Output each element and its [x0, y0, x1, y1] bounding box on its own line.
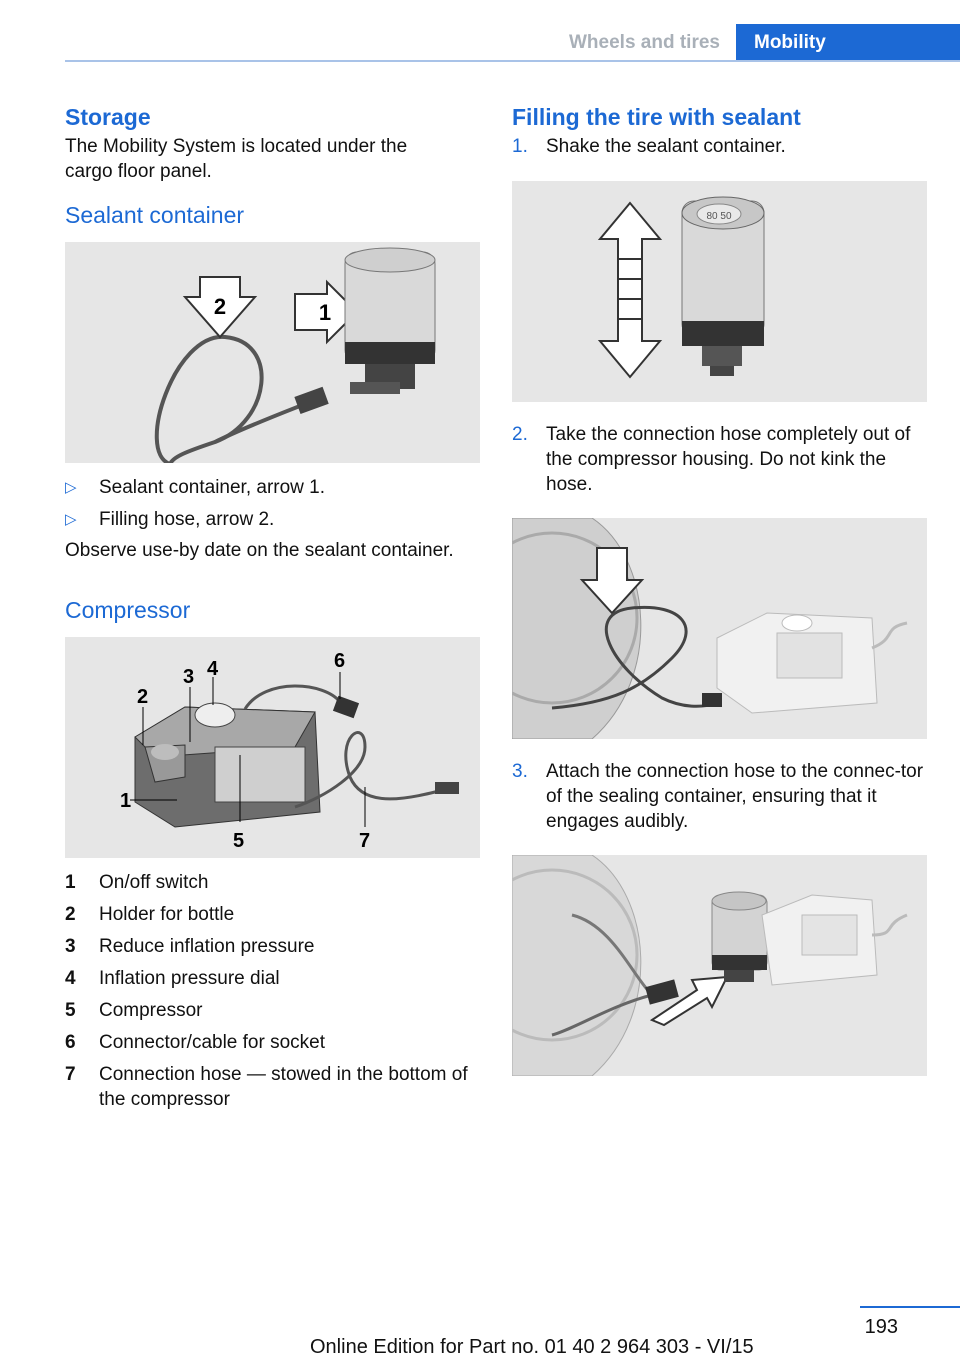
hose-out-figure	[512, 518, 927, 739]
chapter-tab: Mobility	[736, 24, 960, 62]
edition-footer: Online Edition for Part no. 01 40 2 964 …	[310, 1336, 754, 1358]
compressor-figure: 1 2 3 4 5 6 7	[65, 637, 480, 858]
section-tab: Wheels and tires	[569, 32, 720, 53]
compressor-illustration: 1 2 3 4 5 6 7	[120, 650, 459, 852]
sealant-bullet-1: ▷Sealant container, arrow 1.	[65, 477, 326, 498]
attach-hose-figure	[512, 855, 927, 1076]
sealant-heading: Sealant container	[65, 202, 245, 228]
bullet-triangle-icon: ▷	[65, 511, 77, 528]
dial-label: 80 50	[706, 211, 731, 222]
left-column: Storage The Mobility System is located u…	[65, 100, 480, 1112]
step-2: 2.Take the connection hose completely ou…	[512, 424, 911, 495]
sealant-note: Observe use-by date on the sealant conta…	[65, 540, 454, 561]
storage-heading: Storage	[65, 104, 151, 130]
compressor-label-2: 2	[137, 686, 148, 708]
compressor-label-4: 4	[207, 658, 219, 680]
compressor-label-3: 3	[183, 666, 194, 688]
page-number: 193	[864, 1316, 898, 1338]
shake-illustration: 80 50	[597, 196, 765, 379]
shake-container-figure: 80 50	[512, 181, 927, 402]
attach-hose-illustration	[512, 855, 908, 1076]
sealant-bullet-2: ▷Filling hose, arrow 2.	[65, 509, 275, 530]
compressor-label-6: 6	[334, 650, 345, 672]
sealant-container-illustration: 2 1	[154, 247, 436, 463]
hose-out-illustration	[512, 518, 908, 739]
compressor-label-1: 1	[120, 790, 131, 812]
footer-rule	[860, 1306, 960, 1308]
right-column: Filling the tire with sealant 1.Shake th…	[512, 100, 927, 1076]
header-rule	[65, 60, 960, 62]
compressor-heading: Compressor	[65, 597, 191, 623]
filling-heading: Filling the tire with sealant	[512, 104, 801, 130]
step-3: 3.Attach the connection hose to the conn…	[512, 761, 924, 832]
compressor-label-7: 7	[359, 830, 370, 852]
compressor-label-5: 5	[233, 830, 244, 852]
arrow-label-1: 1	[319, 300, 331, 325]
storage-text: The Mobility System is located under the…	[65, 136, 408, 182]
sealant-container-figure: 2 1	[65, 242, 480, 463]
step-1: 1.Shake the sealant container.	[512, 136, 786, 157]
page-header: Wheels and tires Mobility	[0, 0, 960, 62]
arrow-label-2: 2	[214, 294, 226, 319]
bullet-triangle-icon: ▷	[65, 479, 77, 496]
